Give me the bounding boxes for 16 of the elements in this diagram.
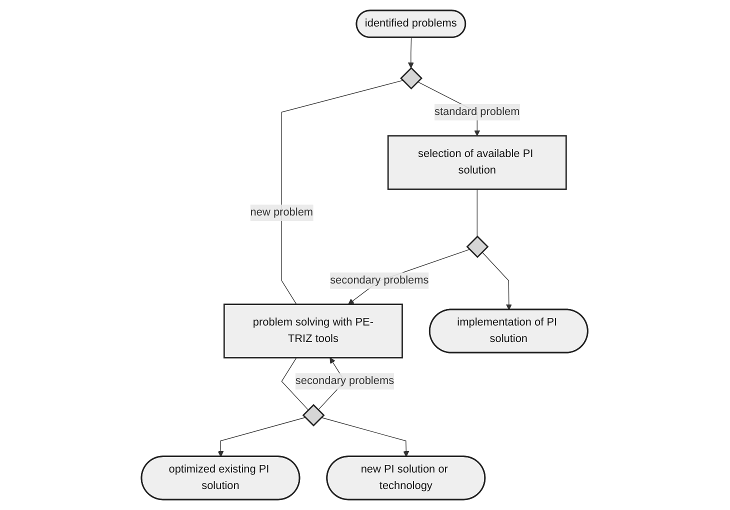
node-box: selection of available PI solution (388, 135, 568, 190)
edge-label: secondary problems (330, 274, 430, 286)
connector (282, 80, 404, 305)
connector (477, 188, 478, 237)
edge-label: secondary problems (296, 375, 394, 387)
node-box: problem solving with PE-TRIZ tools (224, 304, 404, 358)
arrow (408, 37, 414, 68)
node-diamond (466, 236, 490, 258)
arrow (321, 417, 410, 457)
connector (282, 357, 310, 410)
edge-label: new problem (250, 206, 314, 218)
node-diamond (400, 67, 423, 90)
arrow (482, 252, 512, 310)
edge-label: standard problem (434, 106, 520, 118)
node-diamond (302, 404, 326, 426)
arrow (218, 417, 306, 457)
